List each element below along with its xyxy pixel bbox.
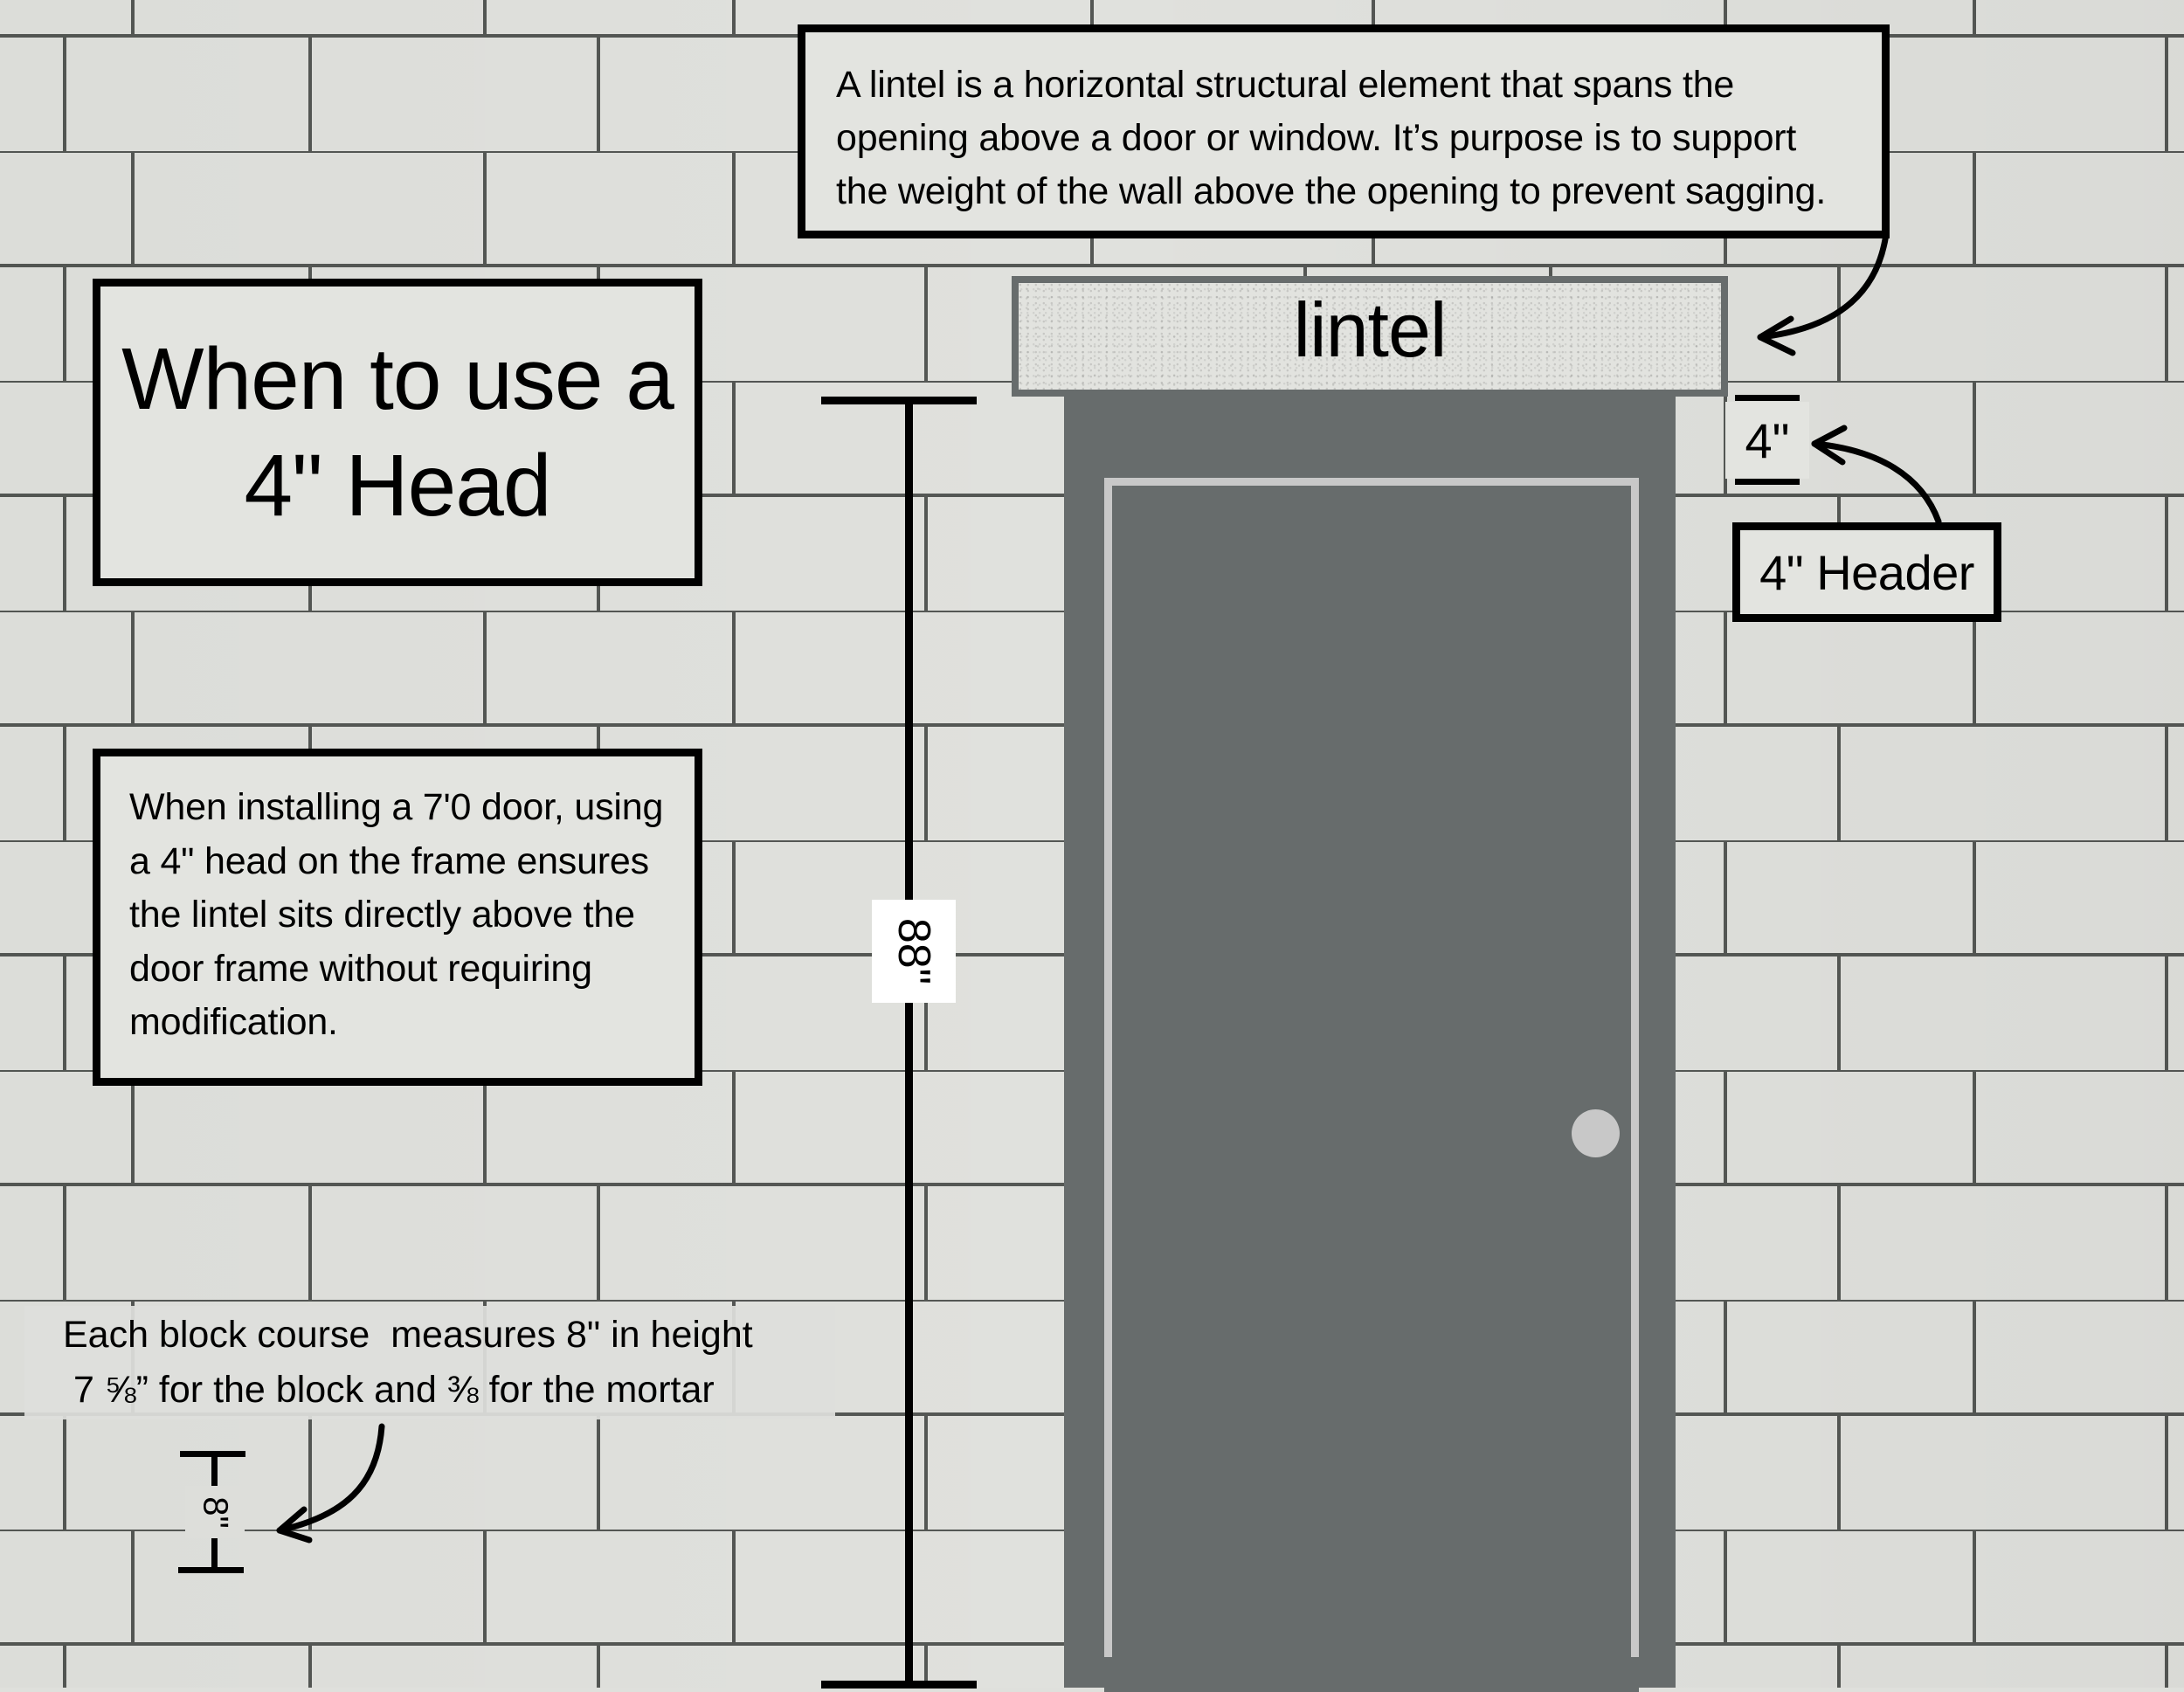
header-height-label: 4" <box>1725 402 1809 479</box>
callout-line: A lintel is a horizontal structural elem… <box>836 64 1735 106</box>
lintel-label: lintel <box>1293 287 1448 373</box>
callout-line: the weight of the wall above the opening… <box>836 170 1827 212</box>
header-dimension-cap-top <box>1735 395 1800 401</box>
block-height-value: 8" <box>196 1495 235 1529</box>
block-dimension-line-bottom <box>211 1537 218 1571</box>
header-label-box: 4" Header <box>1732 522 2001 622</box>
header-height-value: 4" <box>1745 412 1790 468</box>
info-line: a 4" head on the frame ensures <box>129 839 649 882</box>
door-panel-outline <box>1104 478 1639 1666</box>
info-line: the lintel sits directly above the <box>129 894 635 936</box>
door-height-dimension-line <box>905 400 913 1688</box>
door-height-dimension-cap-top <box>821 397 977 404</box>
info-line: When installing a 7'0 door, using <box>129 786 664 828</box>
info-line: modification. <box>129 1001 338 1043</box>
title-line: When to use a <box>121 330 674 428</box>
lintel-beam: lintel <box>1012 276 1728 397</box>
note-line: 7 ⅝” for the block and ⅜ for the mortar <box>63 1369 715 1411</box>
note-line: Each block course measures 8" in height <box>63 1314 753 1356</box>
door-height-dimension-cap-bottom <box>821 1681 977 1689</box>
block-course-note: Each block course measures 8" in height … <box>24 1306 835 1419</box>
block-dimension-line-top <box>211 1454 218 1488</box>
block-dimension-cap-bottom <box>178 1567 244 1573</box>
lintel-definition-callout: A lintel is a horizontal structural elem… <box>798 24 1890 238</box>
header-label-text: 4" Header <box>1759 544 1974 600</box>
door-threshold-gap <box>1104 1657 1639 1692</box>
door-frame <box>1064 393 1676 1688</box>
info-line: door frame without requiring <box>129 947 592 990</box>
door-height-label: 88" <box>872 900 956 1003</box>
page-title: When to use a 4" Head <box>93 279 702 586</box>
door-knob <box>1572 1109 1620 1157</box>
header-dimension-cap-bottom <box>1735 479 1800 485</box>
title-line: 4" Head <box>244 437 552 535</box>
door-height-value: 88" <box>888 917 939 985</box>
door-install-info: When installing a 7'0 door, using a 4" h… <box>93 749 702 1086</box>
block-height-label: 8" <box>185 1486 245 1538</box>
callout-line: opening above a door or window. It’s pur… <box>836 117 1797 159</box>
